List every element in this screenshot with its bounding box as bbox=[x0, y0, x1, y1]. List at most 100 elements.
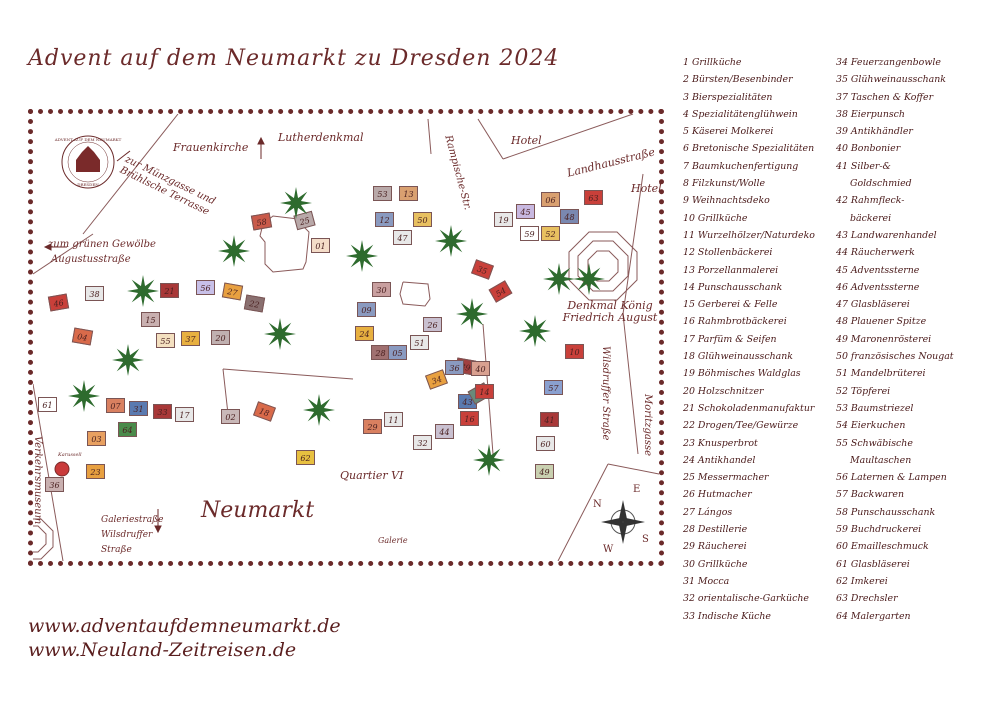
compass-icon bbox=[601, 500, 645, 544]
legend-column-1: 1 Grillküche 2 Bürsten/Besenbinder 3 Biers… bbox=[683, 54, 815, 625]
stall-36[interactable]: 36 bbox=[45, 477, 64, 492]
label-galeriestrasse: Galeriestraße Wilsdruffer Straße bbox=[101, 515, 164, 555]
stall-30[interactable]: 30 bbox=[372, 282, 391, 297]
legend-item: 46 Adventssterne bbox=[836, 281, 920, 293]
stall-21[interactable]: 21 bbox=[160, 283, 179, 298]
stall-55[interactable]: 55 bbox=[156, 333, 175, 348]
stall-40[interactable]: 40 bbox=[471, 361, 490, 376]
stall-59[interactable]: 59 bbox=[520, 226, 539, 241]
stall-45[interactable]: 45 bbox=[516, 204, 535, 219]
legend-item: 28 Destillerie bbox=[683, 524, 748, 536]
stall-10[interactable]: 10 bbox=[565, 344, 584, 359]
url-link[interactable]: www.adventaufdemneumarkt.de bbox=[28, 615, 341, 637]
stall-03[interactable]: 03 bbox=[87, 431, 106, 446]
stall-32[interactable]: 32 bbox=[413, 435, 432, 450]
palm-tree-icon bbox=[218, 235, 250, 267]
stall-49[interactable]: 49 bbox=[535, 464, 554, 479]
legend-item: 16 Rahmbrotbäckerei bbox=[683, 316, 787, 328]
stall-24[interactable]: 24 bbox=[355, 326, 374, 341]
legend-item: 44 Räucherwerk bbox=[836, 247, 915, 259]
stall-52[interactable]: 52 bbox=[541, 226, 560, 241]
stall-01[interactable]: 01 bbox=[311, 238, 330, 253]
url-link[interactable]: www.Neuland-Zeitreisen.de bbox=[28, 639, 297, 661]
legend-item: 1 Grillküche bbox=[683, 57, 742, 68]
legend-item: 62 Imkerei bbox=[836, 575, 888, 587]
stall-02[interactable]: 02 bbox=[221, 409, 240, 424]
legend-item: 37 Taschen & Koffer bbox=[836, 91, 934, 103]
label-verkehrsmuseum: Verkehrsmuseum bbox=[32, 436, 43, 525]
label-denkmal: Denkmal König Friedrich August bbox=[562, 299, 658, 324]
stall-33[interactable]: 33 bbox=[153, 404, 172, 419]
stall-56[interactable]: 56 bbox=[196, 280, 215, 295]
stall-23[interactable]: 23 bbox=[86, 464, 105, 479]
stall-22[interactable]: 22 bbox=[243, 294, 266, 313]
stall-06[interactable]: 06 bbox=[541, 192, 560, 207]
map-lines: ADVENT AUF DEM NEUMARKT DRESDEN bbox=[33, 114, 659, 561]
legend-item: 7 Baumkuchenfertigung bbox=[683, 160, 799, 172]
stall-36[interactable]: 36 bbox=[445, 360, 464, 375]
stall-37[interactable]: 37 bbox=[181, 331, 200, 346]
stall-14[interactable]: 14 bbox=[475, 384, 494, 399]
legend-item: 10 Grillküche bbox=[683, 212, 748, 224]
page-title: Advent auf dem Neumarkt zu Dresden 2024 bbox=[28, 46, 560, 71]
legend-item: 27 Lángos bbox=[683, 506, 733, 518]
stall-60[interactable]: 60 bbox=[536, 436, 555, 451]
palm-tree-icon bbox=[456, 298, 488, 330]
label-gewoelbe: zum grünen Gewölbe bbox=[48, 239, 156, 250]
palm-tree-icon bbox=[543, 263, 575, 295]
legend-item: 6 Bretonische Spezialitäten bbox=[683, 143, 815, 155]
stall-38[interactable]: 38 bbox=[85, 286, 104, 301]
stall-17[interactable]: 17 bbox=[175, 407, 194, 422]
stall-27[interactable]: 27 bbox=[221, 282, 244, 301]
legend-item: 51 Mandelbrüterei bbox=[836, 368, 926, 380]
stall-11[interactable]: 11 bbox=[384, 412, 403, 427]
legend-item: 3 Bierspezialitäten bbox=[683, 91, 773, 103]
stall-15[interactable]: 15 bbox=[141, 312, 160, 327]
legend-item: 18 Glühweinausschank bbox=[683, 351, 793, 363]
stall-12[interactable]: 12 bbox=[375, 212, 394, 227]
stall-07[interactable]: 07 bbox=[106, 398, 125, 413]
stall-57[interactable]: 57 bbox=[544, 380, 563, 395]
stall-44[interactable]: 44 bbox=[435, 424, 454, 439]
palm-tree-icon bbox=[264, 318, 296, 350]
stall-13[interactable]: 13 bbox=[399, 186, 418, 201]
legend-item: 55 Schwäbische bbox=[836, 437, 913, 449]
stall-61[interactable]: 61 bbox=[38, 397, 57, 412]
stall-47[interactable]: 47 bbox=[393, 230, 412, 245]
stall-63[interactable]: 63 bbox=[584, 190, 603, 205]
legend-item: 2 Bürsten/Besenbinder bbox=[683, 74, 793, 86]
stall-26[interactable]: 26 bbox=[423, 317, 442, 332]
stall-05[interactable]: 05 bbox=[388, 345, 407, 360]
legend-item: 11 Wurzelhölzer/Naturdeko bbox=[683, 229, 815, 241]
stall-41[interactable]: 41 bbox=[540, 412, 559, 427]
palm-tree-icon bbox=[473, 444, 505, 476]
legend-item: 49 Maronenrösterei bbox=[836, 333, 932, 345]
legend-item: 50 französisches Nougat bbox=[836, 351, 954, 363]
stall-31[interactable]: 31 bbox=[129, 401, 148, 416]
legend-item: 17 Parfüm & Seifen bbox=[683, 333, 777, 345]
label-hotel: Hotel bbox=[511, 134, 542, 147]
stall-51[interactable]: 51 bbox=[410, 335, 429, 350]
stall-53[interactable]: 53 bbox=[373, 186, 392, 201]
stall-64[interactable]: 64 bbox=[118, 422, 137, 437]
legend-item: 45 Adventssterne bbox=[836, 264, 920, 276]
legend-item: 42 Rahmfleck- bbox=[836, 195, 905, 207]
legend-item: 14 Punschausschank bbox=[683, 281, 783, 293]
seal-logo: ADVENT AUF DEM NEUMARKT DRESDEN bbox=[54, 135, 122, 189]
stall-09[interactable]: 09 bbox=[357, 302, 376, 317]
palm-tree-icon bbox=[573, 263, 605, 295]
stall-20[interactable]: 20 bbox=[211, 330, 230, 345]
legend-item: 12 Stollenbäckerei bbox=[683, 247, 773, 259]
legend-item: 52 Töpferei bbox=[836, 385, 891, 397]
stall-19[interactable]: 19 bbox=[494, 212, 513, 227]
stall-48[interactable]: 48 bbox=[560, 209, 579, 224]
legend-item: 48 Plauener Spitze bbox=[836, 316, 927, 328]
legend-item: 31 Mocca bbox=[683, 575, 730, 587]
stall-29[interactable]: 29 bbox=[363, 419, 382, 434]
stall-50[interactable]: 50 bbox=[413, 212, 432, 227]
stall-62[interactable]: 62 bbox=[296, 450, 315, 465]
legend-item: 9 Weihnachtsdeko bbox=[683, 195, 770, 207]
road-line bbox=[33, 233, 94, 275]
stall-04[interactable]: 04 bbox=[71, 327, 94, 346]
stall-16[interactable]: 16 bbox=[460, 411, 479, 426]
